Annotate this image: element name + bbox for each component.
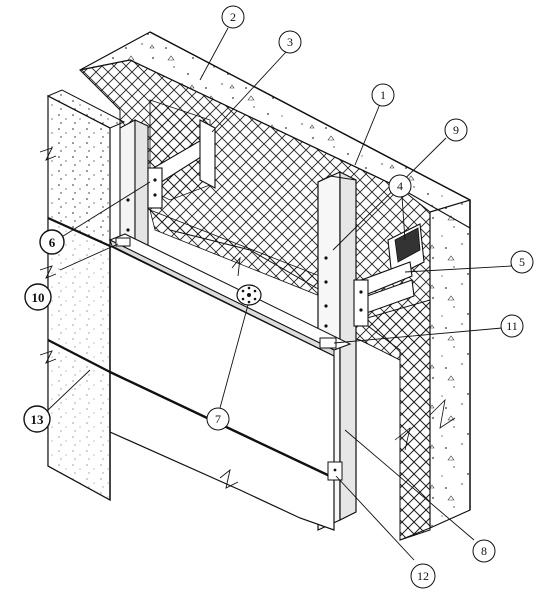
callout-7: 7 — [206, 407, 230, 431]
callout-2-label: 2 — [230, 10, 236, 24]
callout-5: 5 — [510, 250, 534, 274]
cladding-panels — [39, 89, 335, 531]
callout-12-label: 12 — [417, 569, 429, 583]
callout-3-label: 3 — [287, 35, 293, 49]
callout-10-label: 10 — [32, 290, 45, 305]
callout-11: 11 — [500, 314, 524, 338]
callout-13-label: 13 — [31, 412, 45, 427]
callout-5-label: 5 — [519, 255, 525, 269]
anchor-dowel — [236, 284, 262, 306]
callout-9-label: 9 — [453, 123, 459, 137]
callout-9: 9 — [444, 118, 468, 142]
callout-13: 13 — [23, 405, 51, 433]
bracket-left — [147, 119, 216, 209]
leader-lines — [47, 27, 513, 561]
callout-8: 8 — [472, 539, 496, 563]
callout-7-label: 7 — [215, 412, 221, 426]
callout-6: 6 — [39, 229, 65, 255]
callout-4: 4 — [388, 174, 412, 198]
callout-1-label: 1 — [380, 88, 386, 102]
callout-10: 10 — [24, 283, 52, 311]
callout-11-label: 11 — [506, 319, 518, 333]
callout-4-label: 4 — [397, 179, 403, 193]
bracket-right — [353, 223, 425, 327]
vertical-rail-left — [119, 119, 149, 251]
callout-8-label: 8 — [481, 544, 487, 558]
callout-3: 3 — [278, 30, 302, 54]
callout-1: 1 — [371, 83, 395, 107]
callout-2: 2 — [221, 5, 245, 29]
callout-12: 12 — [410, 563, 436, 589]
callout-6-label: 6 — [49, 235, 56, 250]
